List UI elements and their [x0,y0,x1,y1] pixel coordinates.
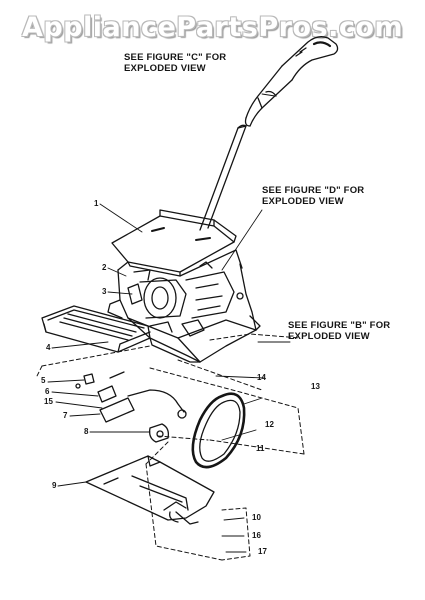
callout-15: 15 [44,397,53,406]
drive-belt [191,392,246,469]
figure-b-note: SEE FIGURE "B" FOR EXPLODED VIEW [288,320,390,342]
callout-13: 13 [311,382,320,391]
base-small-parts [75,371,187,443]
exploded-region-outline [35,333,305,561]
figure-c-note: SEE FIGURE "C" FOR EXPLODED VIEW [124,52,226,74]
callout-7: 7 [63,411,68,420]
callout-17: 17 [258,547,267,556]
figure-b-note-line1: SEE FIGURE "B" FOR [288,320,391,331]
leader-lines [47,93,291,553]
callout-14: 14 [257,373,266,382]
callout-3: 3 [102,287,107,296]
figure-b-note-line2: EXPLODED VIEW [288,331,370,342]
watermark-text: AppliancePartsPros.com [21,12,404,43]
figure-c-note-line2: EXPLODED VIEW [124,63,206,74]
callout-6: 6 [45,387,50,396]
top-cover [111,209,237,277]
callout-2: 2 [102,263,107,272]
callout-4: 4 [46,343,51,352]
callout-11: 11 [256,444,265,453]
figure-d-note-line2: EXPLODED VIEW [262,196,344,207]
callout-12: 12 [265,420,274,429]
callout-5: 5 [41,376,46,385]
nozzle-attachment [41,305,151,353]
handle-grip [244,36,339,127]
figure-d-note-line1: SEE FIGURE "D" FOR [262,185,365,196]
motor-assembly [127,261,244,337]
handle-tube [199,124,247,231]
callout-9: 9 [52,481,57,490]
figure-c-note-line1: SEE FIGURE "C" FOR [124,52,227,63]
bottom-plate [85,455,215,525]
callout-10: 10 [252,513,261,522]
callout-16: 16 [252,531,261,540]
figure-d-note: SEE FIGURE "D" FOR EXPLODED VIEW [262,185,364,207]
callout-8: 8 [84,427,89,436]
callout-1: 1 [94,199,99,208]
